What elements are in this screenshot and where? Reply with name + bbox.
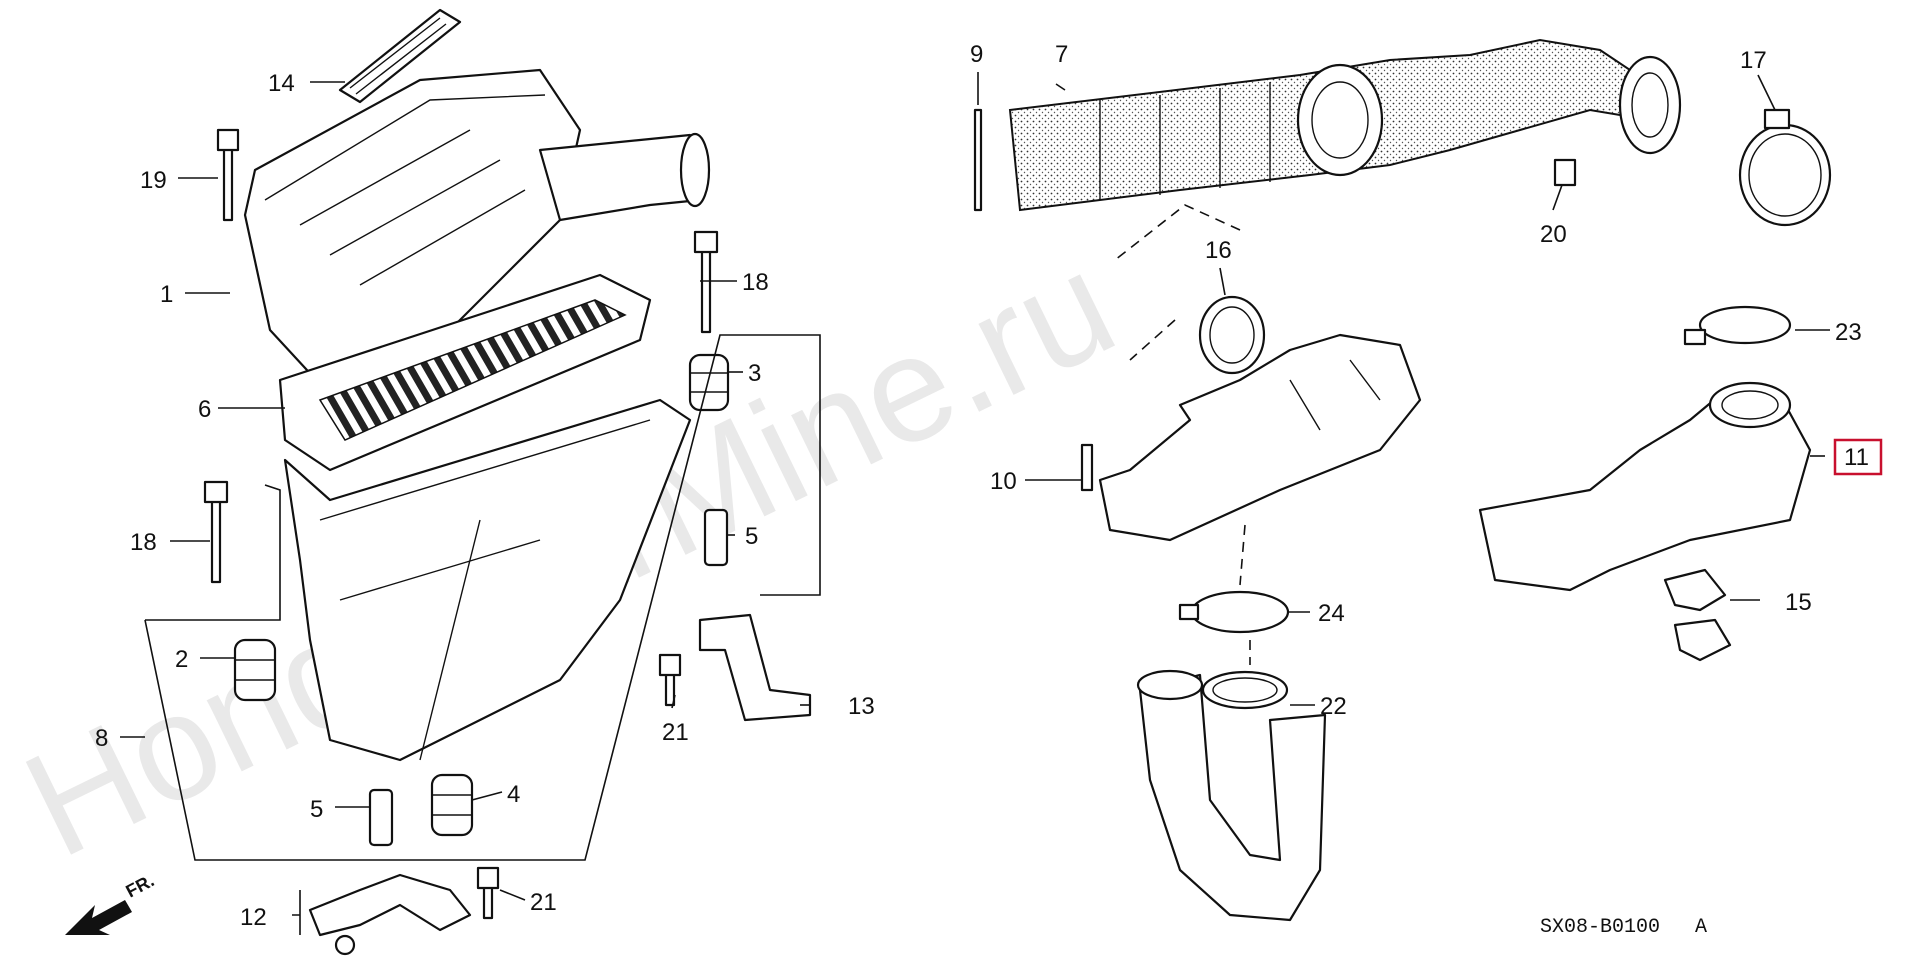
diagram-code: SX08-B0100 [1540, 916, 1660, 939]
callout-16[interactable]: 16 [1205, 237, 1232, 264]
callout-3[interactable]: 3 [748, 360, 761, 387]
diagram-code-suffix: A [1695, 916, 1707, 939]
callout-18-lower[interactable]: 18 [130, 529, 157, 556]
callout-9[interactable]: 9 [970, 41, 983, 68]
callout-12[interactable]: 12 [240, 904, 267, 931]
highlight-box-11 [1833, 438, 1883, 476]
callout-1[interactable]: 1 [160, 281, 173, 308]
callout-7[interactable]: 7 [1055, 41, 1068, 68]
callout-18-upper[interactable]: 18 [742, 269, 769, 296]
callout-5-upper[interactable]: 5 [745, 523, 758, 550]
leader-lines [120, 72, 1830, 935]
callout-21-upper[interactable]: 21 [662, 719, 689, 746]
front-direction-label: FR. [122, 870, 157, 901]
callout-23[interactable]: 23 [1835, 319, 1862, 346]
callout-20[interactable]: 20 [1540, 221, 1567, 248]
callout-24[interactable]: 24 [1318, 600, 1345, 627]
callout-10[interactable]: 10 [990, 468, 1017, 495]
callout-14[interactable]: 14 [268, 70, 295, 97]
callout-labels: 14 19 1 6 18 3 5 18 2 8 4 5 12 13 21 21 … [95, 41, 1869, 931]
callout-17[interactable]: 17 [1740, 47, 1767, 74]
callout-21-lower[interactable]: 21 [530, 889, 557, 916]
callout-13[interactable]: 13 [848, 693, 875, 720]
resonator-ducts [1080, 295, 1812, 922]
callout-2[interactable]: 2 [175, 646, 188, 673]
callout-6[interactable]: 6 [198, 396, 211, 423]
callout-8[interactable]: 8 [95, 725, 108, 752]
callout-15[interactable]: 15 [1785, 589, 1812, 616]
callout-4[interactable]: 4 [507, 781, 520, 808]
callout-22[interactable]: 22 [1320, 693, 1347, 720]
callout-11[interactable]: 11 [1844, 444, 1869, 471]
air-cleaner-assembly [144, 8, 821, 956]
callout-19[interactable]: 19 [140, 167, 167, 194]
callout-5-lower[interactable]: 5 [310, 796, 323, 823]
intake-tube-assembly [973, 38, 1832, 227]
